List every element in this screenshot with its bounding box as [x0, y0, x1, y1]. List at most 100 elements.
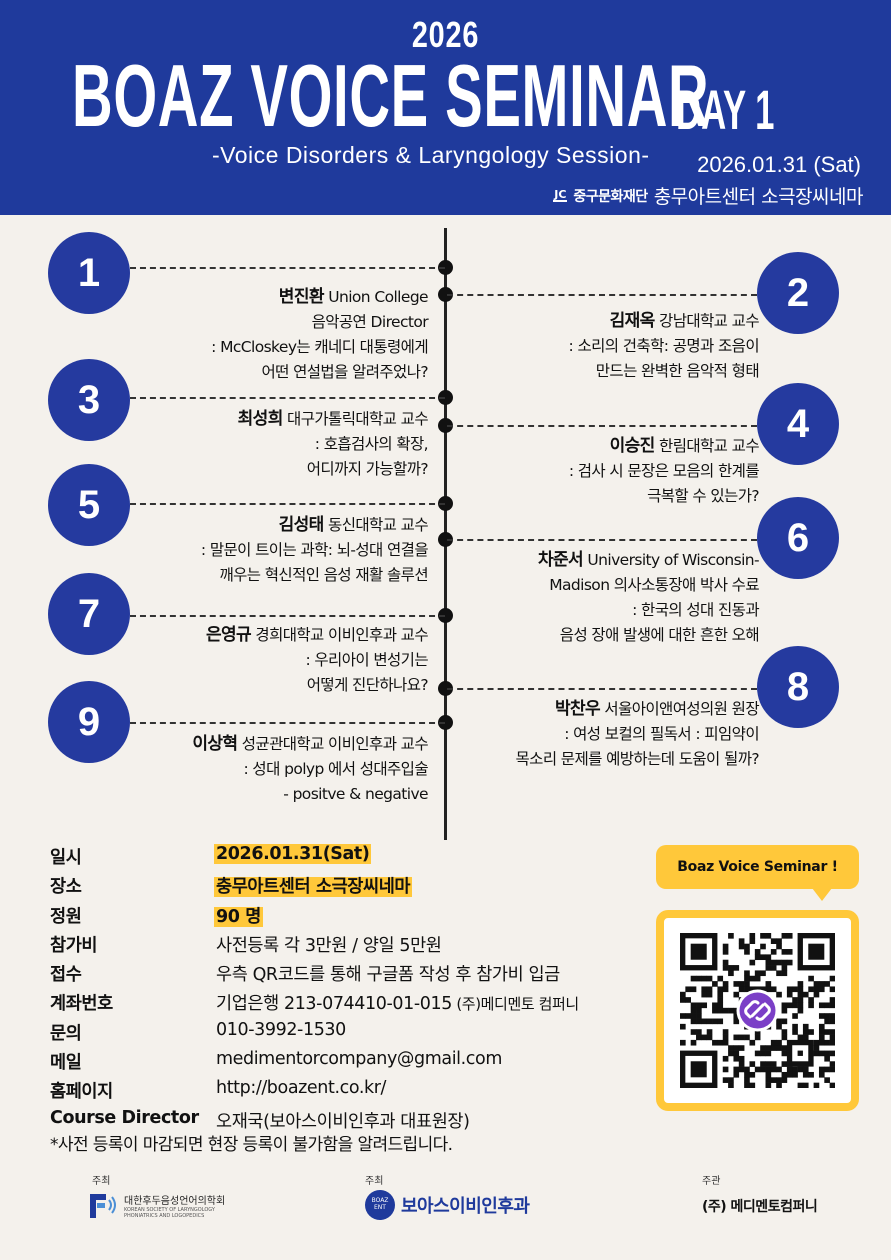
venue-row: JC 중구문화재단 충무아트센터 소극장씨네마 — [553, 182, 864, 209]
speaker-topic: : 호흡검사의 확장, — [314, 435, 429, 453]
timeline-dot — [438, 390, 453, 405]
speaker-affiliation: University of Wisconsin- — [583, 551, 759, 569]
info-value: 010-3992-1530 — [216, 1019, 346, 1040]
qr-speech-bubble: Boaz Voice Seminar ! — [656, 845, 859, 889]
speaker-affiliation: 음악공연 Director — [311, 313, 429, 331]
timeline-dot — [438, 496, 453, 511]
info-value[interactable]: http://boazent.co.kr/ — [216, 1078, 387, 1099]
bubble-tail — [812, 888, 832, 901]
speaker-number-badge: 4 — [757, 383, 839, 465]
venue-name: 충무아트센터 소극장씨네마 — [653, 186, 864, 208]
speaker-topic: : 말문이 트이는 과학: 뇌-성대 연결을 — [200, 541, 429, 559]
speaker-topic: 어디까지 가능할까? — [306, 460, 429, 478]
speaker-name: 이상혁 — [192, 734, 238, 754]
speaker-3: 최성희 대구가톨릭대학교 교수 : 호흡검사의 확장, 어디까지 가능할까? — [237, 407, 429, 482]
organizer-label: 주관 — [702, 1176, 721, 1187]
speaker-topic: : 여성 보컬의 필독서 : 피임약이 — [564, 725, 759, 743]
korean-society-name: 대한후두음성언어의학회 — [124, 1195, 226, 1207]
timeline-dot — [438, 715, 453, 730]
info-value: 90 명 — [214, 906, 263, 927]
korean-society-logo-icon — [88, 1190, 118, 1220]
timeline-dot — [438, 681, 453, 696]
info-label: 접수 — [50, 965, 82, 986]
timeline-connector — [447, 294, 757, 296]
timeline-connector — [447, 539, 757, 541]
speaker-affiliation: 서울아이앤여성의원 원장 — [600, 700, 759, 718]
speaker-number-badge: 6 — [757, 497, 839, 579]
speaker-topic: : 소리의 건축학: 공명과 조음이 — [568, 337, 760, 355]
speaker-affiliation: 동신대학교 교수 — [323, 516, 429, 534]
speaker-name: 차준서 — [537, 550, 584, 570]
speaker-affiliation: Union College — [323, 288, 428, 306]
info-value: 사전등록 각 3만원 / 양일 5만원 — [216, 935, 442, 956]
info-value: 우측 QR코드를 통해 구글폼 작성 후 참가비 입금 — [216, 965, 560, 986]
info-value: 오재국(보아스이비인후과 대표원장) — [216, 1111, 470, 1132]
qr-code-image[interactable] — [680, 933, 835, 1088]
info-label: Course Director — [50, 1107, 199, 1128]
speaker-number-badge: 9 — [48, 681, 130, 763]
speaker-number-badge: 5 — [48, 464, 130, 546]
timeline-dot — [438, 532, 453, 547]
speaker-topic: 어떤 연설법을 알려주었나? — [261, 363, 428, 381]
boaz-ent-mark-line-1: BOAZ — [371, 1197, 389, 1205]
speaker-topic: : 성대 polyp 에서 성대주입술 — [243, 760, 428, 778]
speaker-topic: : 우리아이 변성기는 — [305, 651, 428, 669]
speaker-number-badge: 7 — [48, 573, 130, 655]
speaker-topic: 극복할 수 있는가? — [647, 487, 760, 505]
speaker-9: 이상혁 성균관대학교 이비인후과 교수 : 성대 polyp 에서 성대주입술 - … — [192, 732, 428, 807]
speaker-number-badge: 1 — [48, 232, 130, 314]
speaker-name: 최성희 — [237, 409, 284, 429]
speaker-name: 김성태 — [278, 515, 325, 535]
boaz-ent-mark-line-2: ENT — [374, 1204, 386, 1211]
account-holder: (주)메디멘토 컴퍼니 — [451, 995, 579, 1014]
speaker-name: 은영규 — [205, 625, 252, 645]
event-year: 2026 — [411, 14, 480, 55]
info-label: 계좌번호 — [50, 994, 113, 1015]
speaker-number-badge: 8 — [757, 646, 839, 728]
timeline-dot — [438, 418, 453, 433]
event-date: 2026.01.31 (Sat) — [697, 152, 861, 177]
speaker-topic: 만드는 완벽한 음악적 형태 — [595, 362, 760, 380]
timeline-connector — [447, 688, 757, 690]
info-value[interactable]: medimentorcompany@gmail.com — [216, 1049, 502, 1070]
speaker-topic: 깨우는 혁신적인 음성 재활 솔루션 — [219, 566, 428, 584]
timeline-connector — [447, 425, 757, 427]
host-label-2: 주최 — [365, 1176, 384, 1187]
speaker-affiliation: 성균관대학교 이비인후과 교수 — [237, 735, 429, 753]
org-korean-society: 대한후두음성언어의학회 KOREAN SOCIETY OF LARYNGOLOG… — [88, 1190, 225, 1220]
speaker-affiliation: 강남대학교 교수 — [654, 312, 760, 330]
speaker-topic: 목소리 문제를 예방하는데 도움이 될까? — [515, 750, 760, 768]
info-label: 참가비 — [50, 935, 98, 956]
info-label: 메일 — [50, 1053, 82, 1074]
info-value: 충무아트센터 소극장씨네마 — [214, 877, 413, 898]
speaker-topic: - positve & negative — [283, 785, 428, 803]
speaker-number-badge: 3 — [48, 359, 130, 441]
info-value: 기업은행 213-074410-01-015 (주)메디멘토 컴퍼니 — [216, 994, 579, 1015]
foundation-logo: JC — [553, 188, 568, 202]
info-value: 2026.01.31(Sat) — [214, 844, 372, 864]
speaker-topic: : McCloskey는 캐네디 대통령에게 — [211, 338, 428, 356]
speaker-topic: : 검사 시 문장은 모음의 한계를 — [568, 462, 760, 480]
speaker-topic: 음성 장애 발생에 대한 흔한 오해 — [559, 626, 760, 644]
speaker-topic: 어떻게 진단하나요? — [306, 676, 429, 694]
speaker-affiliation: Madison 의사소통장애 박사 수료 — [549, 576, 759, 594]
timeline-connector — [130, 267, 445, 269]
timeline-connector — [130, 397, 445, 399]
event-subtitle: -Voice Disorders & Laryngology Session- — [212, 142, 650, 168]
korean-society-name-en-2: PHONIATRICS AND LOGOPEDICS — [124, 1212, 205, 1219]
medimento-name: (주) 메디멘토컴퍼니 — [702, 1199, 818, 1215]
info-label: 일시 — [50, 848, 82, 868]
info-label: 홈페이지 — [50, 1082, 113, 1103]
qr-code[interactable] — [656, 910, 859, 1111]
event-title: BOAZ VOICE SEMINAR — [72, 46, 710, 145]
timeline-dot — [438, 287, 453, 302]
speaker-affiliation: 대구가톨릭대학교 교수 — [282, 410, 429, 428]
host-label-1: 주최 — [92, 1176, 111, 1187]
boaz-ent-name: 보아스이비인후과 — [401, 1196, 530, 1217]
